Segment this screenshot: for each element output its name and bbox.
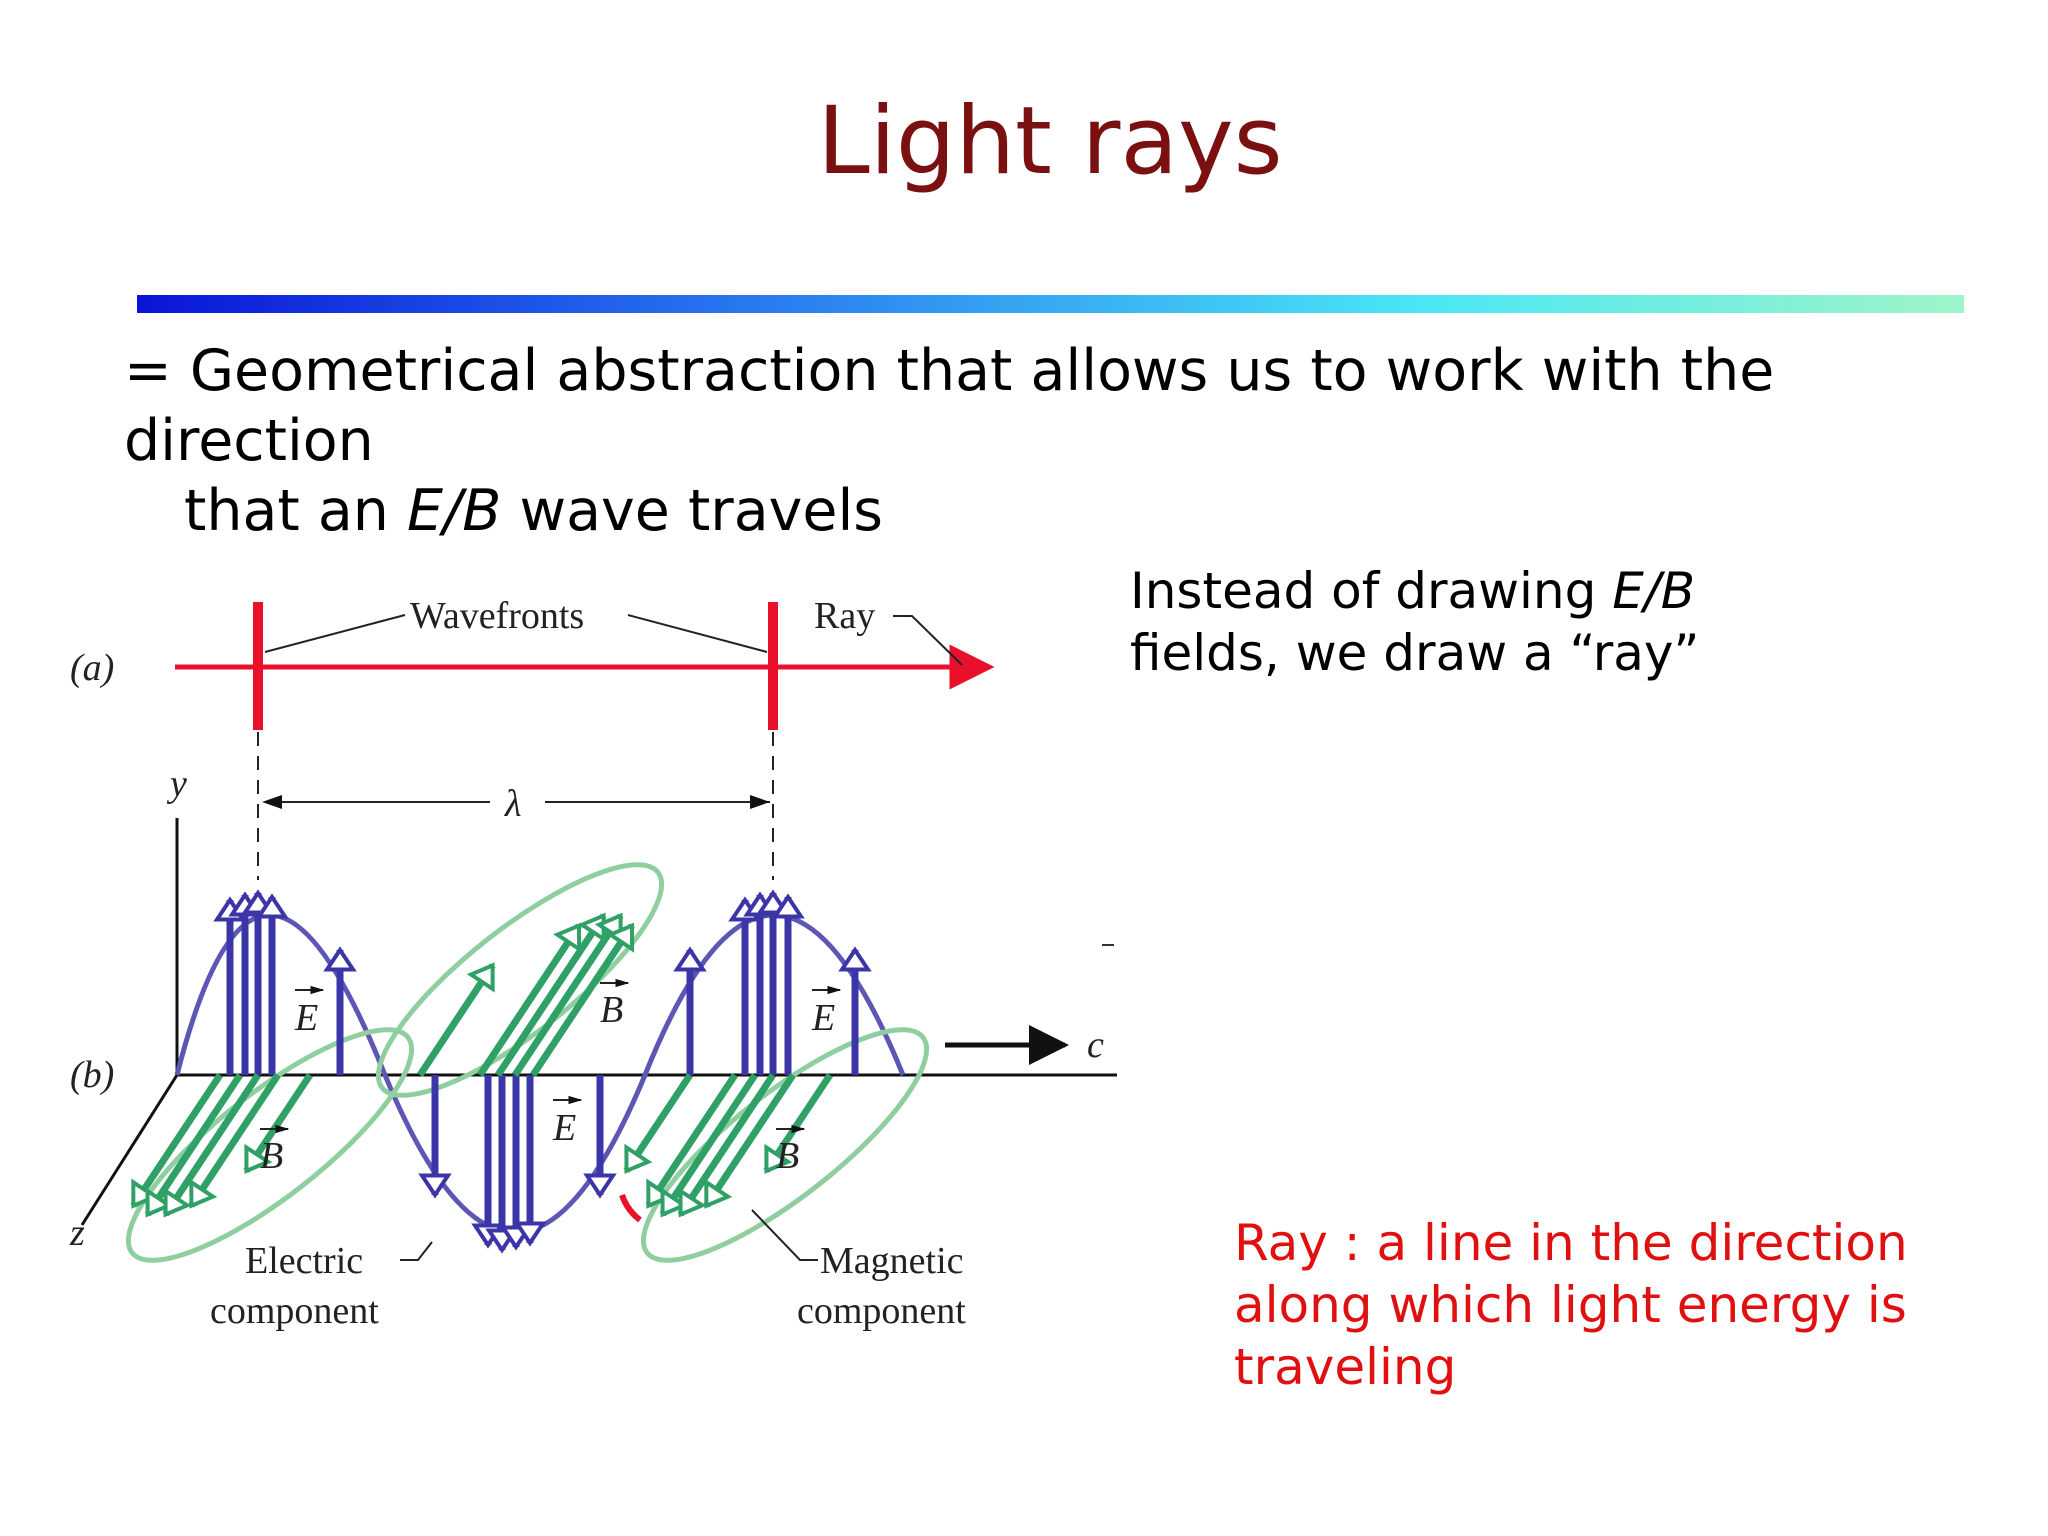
electric-label-2: component (210, 1290, 379, 1332)
axis-c-label: c (1087, 1024, 1104, 1066)
e-vector-up2-1-head (673, 946, 707, 972)
note-black-part1: Instead of drawing (1130, 562, 1613, 620)
b-vector-c-2 (645, 1073, 738, 1208)
axis-y-label: y (166, 763, 187, 805)
b-vector-c-6-head (764, 1143, 793, 1174)
em-wave-diagram: (a) Wavefronts Ray λ y z (b) c E B E E (69, 595, 1117, 1332)
b-vector-c-5-head (704, 1178, 733, 1209)
b-vector-c-3-head (660, 1187, 689, 1218)
wavefronts-leader-1 (264, 614, 406, 653)
vector-labels: E B E E B B (260, 978, 842, 1177)
label-a: (a) (70, 647, 114, 689)
b-vector-a-4 (188, 1073, 281, 1208)
b-vector-c-4-head (678, 1187, 707, 1218)
b-label-3: B (776, 1135, 799, 1177)
bullet-line-2-end: wave travels (501, 478, 884, 544)
b-vector-b-1-head (466, 962, 495, 993)
b-vector-a-5-head (244, 1143, 273, 1174)
e-vector-up-4-head (255, 893, 289, 919)
e-vector-down-1-head (418, 1173, 452, 1199)
b-vector-b-1 (417, 963, 496, 1077)
bullet-line-2: that an E/B wave travels (124, 476, 2004, 546)
axis-z-label: z (69, 1212, 85, 1254)
e-vector-down-5-head (513, 1221, 547, 1247)
e-vector-down-6-head (583, 1173, 617, 1199)
b-vector-c-5 (703, 1073, 796, 1208)
e-vector-up2-5-head (771, 893, 805, 919)
e-label-3: E (811, 997, 835, 1039)
bullet-line-1: = Geometrical abstraction that allows us… (124, 338, 1775, 474)
bullet-line-2-em: E/B (407, 478, 502, 544)
b-vector-a-2 (144, 1073, 243, 1217)
highlight-mark (619, 1193, 642, 1223)
wavefronts-label: Wavefronts (410, 595, 584, 637)
magnetic-leader (751, 1209, 818, 1261)
b-vector-c-4 (677, 1073, 776, 1217)
b-vector-a-1 (130, 1073, 223, 1208)
b-vector-b-5 (530, 923, 635, 1077)
note-draw-ray: Instead of drawing E/B fields, we draw a… (1130, 560, 1770, 684)
lambda-label: λ (504, 783, 521, 825)
lambda-head-left (262, 795, 282, 809)
note-ray-definition: Ray : a line in the direction along whic… (1234, 1214, 1908, 1396)
b-vector-a-2-head (145, 1187, 174, 1218)
b-vector-a-4-head (189, 1178, 218, 1209)
b-vector-b-4 (512, 913, 624, 1077)
b-label-2: B (600, 989, 623, 1031)
wavefronts-leader-2 (627, 614, 768, 653)
b-vector-a-3 (162, 1073, 261, 1217)
e-label-2: E (552, 1107, 576, 1149)
electric-vectors (213, 889, 872, 1254)
electric-leader (400, 1241, 433, 1261)
slide-title: Light rays (817, 87, 1283, 196)
b-vector-a-3-head (163, 1187, 192, 1218)
bullet-line-2-start: that an (184, 478, 408, 544)
b-vector-c-2-head (646, 1178, 675, 1209)
b-vector-a-1-head (131, 1178, 160, 1209)
magnetic-label-2: component (797, 1290, 966, 1332)
ray-label: Ray (814, 595, 875, 637)
electric-label-1: Electric (245, 1240, 363, 1282)
title-rule (137, 295, 1964, 313)
b-vector-b-3 (495, 913, 607, 1077)
b-vector-b-5-head (606, 922, 635, 953)
lambda-head-right (750, 795, 770, 809)
z-axis (80, 1074, 179, 1226)
e-vector-up-5-head (323, 946, 357, 972)
note-black-em: E/B (1612, 562, 1696, 620)
b-vector-c-3 (659, 1073, 758, 1217)
magnetic-vectors (130, 912, 833, 1218)
magnetic-label-1: Magnetic (820, 1240, 964, 1282)
note-black-part2: fields, we draw a “ray” (1130, 624, 1700, 682)
ray-leader (893, 615, 963, 666)
b-vector-c-1-head (624, 1143, 653, 1174)
b-vector-b-2-head (553, 922, 582, 953)
e-label-1: E (294, 997, 318, 1039)
e-vector-up2-6-head (838, 946, 872, 972)
label-b: (b) (70, 1054, 114, 1096)
b-label-1: B (260, 1135, 283, 1177)
b-vector-b-2 (477, 923, 582, 1077)
bullet-text: = Geometrical abstraction that allows us… (124, 336, 2004, 546)
